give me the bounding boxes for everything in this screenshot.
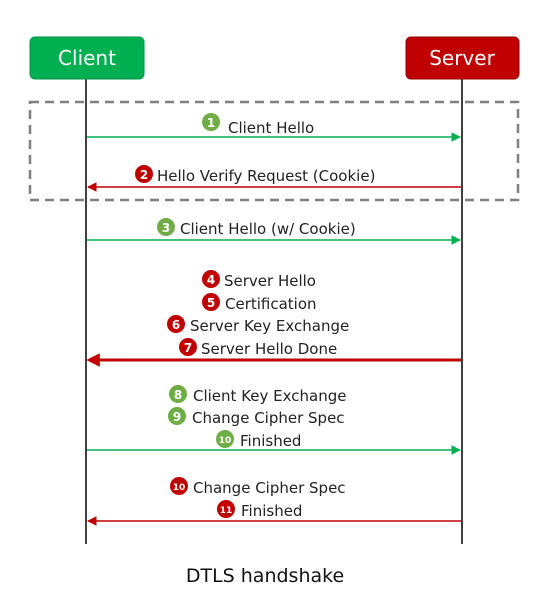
- message-client-hello-with-cookie: 3 Client Hello (w/ Cookie): [87, 218, 461, 245]
- message-label: Finished: [240, 432, 301, 450]
- step-badge-10-server: 10: [170, 477, 188, 495]
- step-number: 9: [173, 410, 181, 424]
- message-label: Change Cipher Spec: [192, 409, 345, 427]
- diagram-caption: DTLS handshake: [186, 565, 344, 587]
- message-label: Server Hello: [224, 272, 316, 290]
- step-badge-3: 3: [157, 218, 175, 236]
- step-badge-10: 10: [216, 430, 234, 448]
- client-participant: Client: [29, 36, 145, 80]
- step-number: 6: [172, 318, 180, 332]
- message-label: Hello Verify Request (Cookie): [157, 167, 375, 185]
- message-client-hello: 1 Client Hello: [87, 113, 461, 142]
- message-label: Finished: [241, 502, 302, 520]
- step-number: 10: [219, 436, 232, 446]
- server-label: Server: [429, 46, 495, 70]
- message-label: Server Hello Done: [201, 340, 337, 358]
- message-label: Client Hello (w/ Cookie): [180, 220, 356, 238]
- message-label: Client Hello: [228, 119, 314, 137]
- message-server-hello-flight: 4 Server Hello 5 Certification 6 Server …: [86, 270, 461, 367]
- step-number: 3: [162, 221, 170, 235]
- message-server-finished-flight: 10 Change Cipher Spec 11 Finished: [87, 477, 461, 526]
- step-number: 1: [207, 116, 215, 130]
- step-number: 7: [184, 341, 192, 355]
- cookie-exchange-dashed-box: [28, 100, 520, 202]
- step-badge-2: 2: [135, 165, 153, 183]
- step-badge-4: 4: [202, 270, 220, 288]
- server-participant: Server: [405, 36, 520, 80]
- step-badge-6: 6: [167, 315, 185, 333]
- step-badge-1: 1: [202, 113, 220, 131]
- step-number: 10: [173, 483, 186, 493]
- server-box: [405, 36, 520, 80]
- step-number: 8: [174, 388, 182, 402]
- step-badge-7: 7: [179, 338, 197, 356]
- step-badge-11: 11: [217, 500, 235, 518]
- client-label: Client: [58, 46, 116, 70]
- step-number: 5: [207, 296, 215, 310]
- client-box: [29, 36, 145, 80]
- message-label: Change Cipher Spec: [193, 479, 346, 497]
- message-label: Client Key Exchange: [193, 387, 346, 405]
- message-label: Certification: [225, 295, 317, 313]
- step-badge-5: 5: [202, 293, 220, 311]
- step-number: 11: [220, 506, 233, 516]
- message-client-key-exchange-flight: 8 Client Key Exchange 9 Change Cipher Sp…: [87, 385, 461, 455]
- step-badge-8: 8: [169, 385, 187, 403]
- step-badge-9: 9: [168, 407, 186, 425]
- message-label: Server Key Exchange: [190, 317, 349, 335]
- step-number: 2: [140, 168, 148, 182]
- message-hello-verify-request: 2 Hello Verify Request (Cookie): [87, 165, 461, 192]
- step-number: 4: [207, 273, 215, 287]
